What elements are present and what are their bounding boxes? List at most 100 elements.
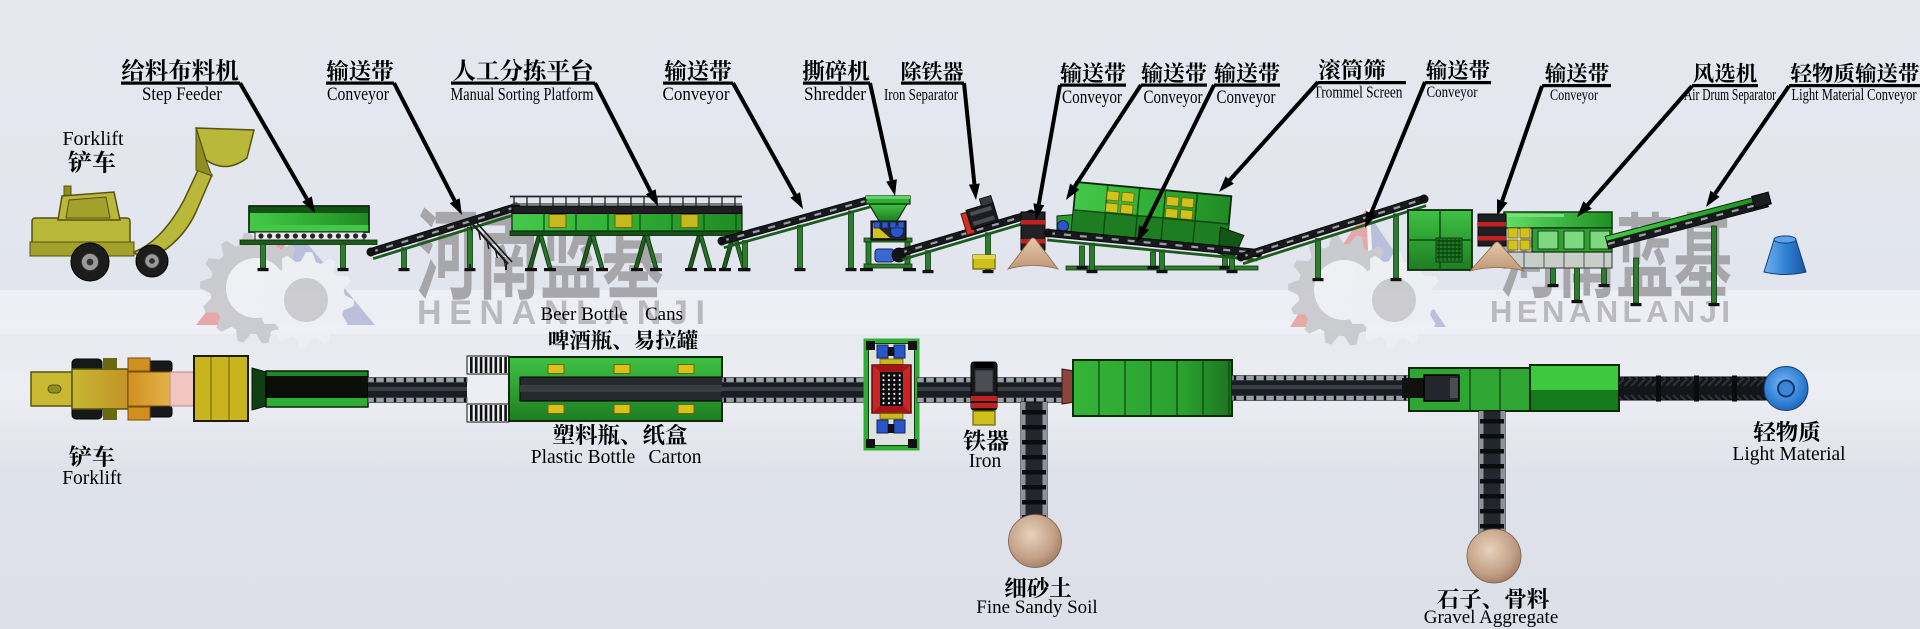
label-en: Shredder [804,84,867,105]
callout-label: Light Material Conveyor [1706,62,1920,207]
conveyor-2-plan [721,377,867,403]
label-zh [1060,62,1126,84]
iron-zh [963,429,1009,452]
callout-label: Conveyor [663,59,803,209]
label-en: Step Feeder [142,84,223,105]
equipment-labels: Step Feeder Conveyor Manual Sorting Platfo… [121,58,1920,242]
trommel-plan [1061,359,1233,417]
platform-stairs-plan [466,403,510,423]
conveyor-1-plan [367,377,468,403]
sand-sphere [1008,514,1062,568]
callout-label: Conveyor [1365,59,1491,228]
conveyor-3-plan [916,377,1023,403]
label-en: Air Drum Separator [1684,85,1776,104]
label-en: Conveyor [1062,87,1123,108]
callout-label: Conveyor [1033,62,1126,220]
air-separator-plan [1402,367,1531,412]
label-zh [802,59,870,82]
gravel-aggregate-en: Gravel Aggregate [1424,607,1559,628]
callout-label: Trommel Screen [1219,58,1406,192]
gravel-aggregate-zh [1437,587,1550,610]
callout-label: Conveyor [326,59,462,215]
sand-cone-side-1 [1006,237,1060,270]
callout-label: Step Feeder [121,58,315,213]
plastic-bottle-en: Plastic Bottle [531,447,636,468]
label-en: Conveyor [1550,87,1599,104]
fine-sandy-soil-en: Fine Sandy Soil [976,597,1097,618]
label-en: Manual Sorting Platform [451,84,594,104]
label-zh [1318,58,1386,81]
callout-label: Iron Separator [884,61,980,200]
iron-en: Iron [969,451,1002,472]
watermarks: HENANLANJI HENANLANJI [196,206,1731,348]
iron-bin-side [972,254,996,270]
watermark-en-left: HENANLANJI [417,294,705,332]
label-zh [1141,62,1207,84]
step-feeder-plan [251,367,369,411]
cans-en: Cans [645,304,683,325]
watermark-en-right: HENANLANJI [1490,294,1730,329]
label-en: Conveyor [1217,87,1277,108]
platform-stairs-plan [466,355,510,375]
label-en: Conveyor [663,84,731,105]
label-zh [664,59,732,82]
label-en: Iron Separator [884,85,958,104]
label-en: Conveyor [1427,84,1479,101]
step-feeder-side [239,205,378,272]
callout-label: Conveyor [1066,62,1207,200]
label-zh [121,58,239,82]
forklift-side [29,127,255,282]
light-material-belt-plan [1618,375,1769,402]
gravel-sphere [1466,528,1522,584]
label-zh [1693,62,1757,83]
label-zh [453,58,592,82]
forklift-top-en: Forklift [62,128,124,150]
callout-label: Air Drum Separator [1577,62,1776,217]
callout-label: Conveyor [1137,62,1280,242]
label-en: Trommel Screen [1314,83,1403,102]
light-material-conveyor-side [1604,191,1772,307]
watermark-emblem-right [1288,208,1446,348]
label-zh [1544,62,1609,83]
conveyor-5-plan [1231,375,1410,401]
callout-label: Manual Sorting Platform [451,58,658,206]
forklift-top-zh [68,150,116,174]
callout-label: Conveyor [1497,62,1611,216]
label-en: Conveyor [327,84,390,105]
label-zh [1790,62,1920,83]
label-zh [1214,62,1280,84]
shredder-plan [863,338,920,451]
forklift-bottom-zh [69,445,115,468]
light-material-zh [1753,420,1820,443]
label-zh [902,61,964,81]
forklift-bottom-en: Forklift [62,468,122,489]
light-material-sphere [1763,366,1809,411]
light-material-cone [1763,235,1807,275]
conveyor-3b-plan [1021,377,1063,403]
plastic-bottle-zh [553,423,687,446]
label-zh [1425,59,1490,80]
label-en: Conveyor [1144,87,1204,108]
light-material-box-plan [1529,364,1620,412]
carton-en: Carton [648,447,701,468]
iron-separator-side [960,194,1000,236]
beer-bottle-en: Beer Bottle [540,304,627,325]
beer-bottle-zh [549,329,698,350]
side-view [29,127,1807,307]
gravel-branch-plan [1478,410,1506,535]
air-drum-separator-side [1407,209,1613,304]
sand-branch-plan [1020,401,1048,523]
callout-label: Shredder [802,59,897,196]
fine-sandy-soil-zh [1004,576,1072,599]
label-en: Light Material Conveyor [1792,85,1917,104]
sand-cone-side-2 [1468,241,1526,272]
sorting-platform-plan [508,356,723,422]
label-zh [326,59,394,82]
light-material-en: Light Material [1732,444,1846,465]
conveyor-5-side [1236,194,1429,282]
conveyor-3-side [895,209,1036,274]
iron-separator-plan [970,361,998,426]
forklift-plan [30,355,249,422]
